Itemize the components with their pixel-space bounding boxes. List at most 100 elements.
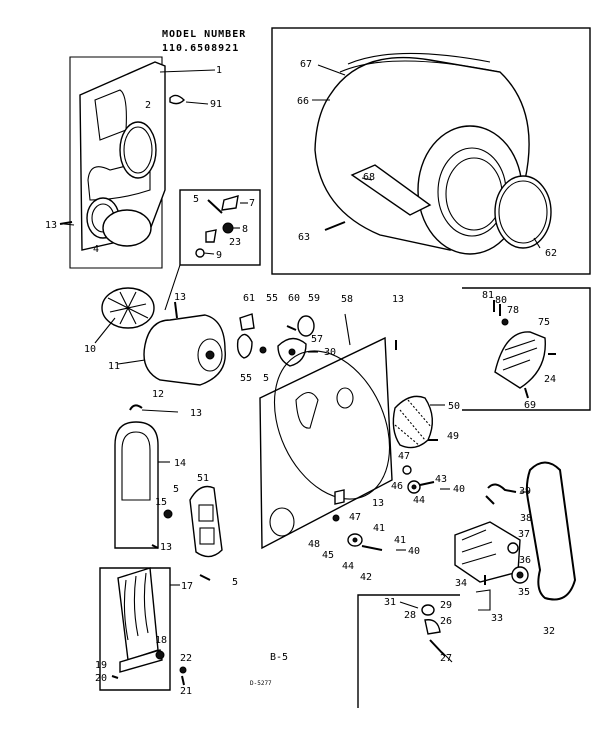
heater-duct [114, 421, 159, 549]
callout-40-upper: 40 [453, 484, 465, 495]
callout-57: 57 [311, 334, 323, 345]
drive-belt [525, 461, 577, 601]
callout-44-upper: 44 [413, 495, 425, 506]
callout-35: 35 [518, 587, 530, 598]
callout-63: 63 [298, 232, 310, 243]
callout-13-duct-bottom: 13 [160, 542, 172, 553]
callout-47-upper: 47 [398, 451, 410, 462]
callout-5-box: 5 [193, 194, 199, 205]
callout-41-lower: 41 [394, 535, 406, 546]
callout-68: 68 [363, 172, 375, 183]
callout-48: 48 [308, 539, 320, 550]
callout-49: 49 [447, 431, 459, 442]
callout-14: 14 [174, 458, 186, 469]
callout-41-upper: 41 [373, 523, 385, 534]
callout-66: 66 [297, 96, 309, 107]
thermostat-group [236, 313, 318, 367]
callout-34: 34 [455, 578, 467, 589]
callout-13-blower: 13 [174, 292, 186, 303]
callout-24: 24 [544, 374, 556, 385]
callout-11: 11 [108, 361, 120, 372]
callout-17: 17 [181, 581, 193, 592]
callout-1: 1 [216, 65, 222, 76]
callout-13-duct: 13 [190, 408, 202, 419]
model-number-value: 110.6508921 [162, 43, 239, 54]
callout-55-bottom: 55 [240, 373, 252, 384]
door-seal [119, 121, 157, 179]
callout-39: 39 [519, 486, 531, 497]
drawing-code: D-5277 [250, 680, 272, 687]
callout-12: 12 [152, 389, 164, 400]
callout-67: 67 [300, 59, 312, 70]
idler-group [402, 465, 450, 494]
heating-element [117, 567, 159, 661]
lower-rear-parts [332, 489, 406, 551]
callout-31: 31 [384, 597, 396, 608]
callout-81: 81 [482, 290, 494, 301]
callout-19: 19 [95, 660, 107, 671]
callout-47-lower: 47 [349, 512, 361, 523]
callout-58: 58 [341, 294, 353, 305]
callout-43: 43 [435, 474, 447, 485]
callout-28: 28 [404, 610, 416, 621]
rear-panel [259, 336, 393, 550]
callout-27: 27 [440, 653, 452, 664]
callout-10: 10 [84, 344, 96, 355]
callout-13-rear: 13 [392, 294, 404, 305]
exhaust-vent [494, 331, 546, 389]
switch-parts-box [164, 189, 261, 311]
callout-60: 60 [288, 293, 300, 304]
callout-44-lower: 44 [342, 561, 354, 572]
lint-filter-group [392, 395, 445, 449]
callout-26: 26 [440, 616, 452, 627]
callout-15: 15 [155, 497, 167, 508]
callout-69: 69 [524, 400, 536, 411]
callout-36: 36 [519, 555, 531, 566]
callout-51: 51 [197, 473, 209, 484]
callout-33: 33 [491, 613, 503, 624]
callout-7: 7 [249, 198, 255, 209]
blower-group [94, 287, 226, 386]
callout-30: 30 [324, 347, 336, 358]
callout-2: 2 [145, 100, 151, 111]
callout-9: 9 [216, 250, 222, 261]
callout-5-cover: 5 [232, 577, 238, 588]
callout-61: 61 [243, 293, 255, 304]
idler-bracket-group [357, 594, 460, 708]
callout-4: 4 [93, 244, 99, 255]
page-code: B-5 [270, 652, 288, 663]
duct-group [114, 404, 223, 581]
callout-55-top: 55 [266, 293, 278, 304]
callout-42: 42 [360, 572, 372, 583]
callout-45: 45 [322, 550, 334, 561]
callout-13-front: 13 [45, 220, 57, 231]
door-seal-ring [102, 209, 152, 247]
callout-22: 22 [180, 653, 192, 664]
callout-50: 50 [448, 401, 460, 412]
callout-5-thermo: 5 [263, 373, 269, 384]
callout-80: 80 [495, 295, 507, 306]
callout-78: 78 [507, 305, 519, 316]
callout-46: 46 [391, 481, 403, 492]
callout-23: 23 [229, 237, 241, 248]
model-number-title: MODEL NUMBER [162, 29, 246, 40]
callout-20: 20 [95, 673, 107, 684]
callout-29: 29 [440, 600, 452, 611]
callout-59: 59 [308, 293, 320, 304]
callout-37: 37 [518, 529, 530, 540]
heater-element-group [99, 567, 187, 691]
callout-21: 21 [180, 686, 192, 697]
callout-5-duct: 5 [173, 484, 179, 495]
callout-40-lower: 40 [408, 546, 420, 557]
callout-62: 62 [545, 248, 557, 259]
callout-75: 75 [538, 317, 550, 328]
callout-13-lower: 13 [372, 498, 384, 509]
callout-38: 38 [520, 513, 532, 524]
callout-32: 32 [543, 626, 555, 637]
vent-group [462, 287, 591, 411]
drum-seal-ring [494, 175, 552, 249]
drum-group [271, 27, 591, 275]
blower-housing [143, 314, 226, 386]
front-panel-group [59, 56, 216, 269]
callout-91: 91 [210, 99, 222, 110]
